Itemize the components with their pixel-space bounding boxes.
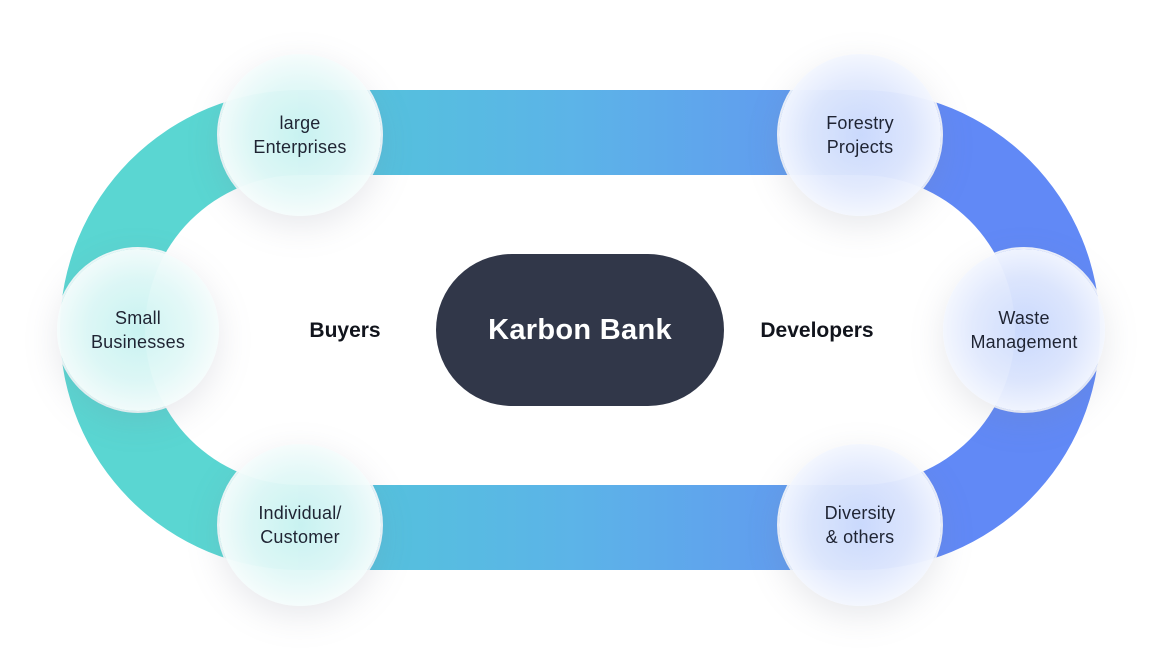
node-large-enterprises: large Enterprises (219, 54, 381, 216)
node-small-businesses: Small Businesses (57, 249, 219, 411)
node-diversity-others: Diversity & others (779, 444, 941, 606)
node-label-waste-management: Waste Management (970, 308, 1078, 352)
node-forestry-projects: Forestry Projects (779, 54, 941, 216)
karbon-bank-label: Karbon Bank (488, 313, 672, 346)
right-arc (860, 90, 1100, 570)
node-individual-customer: Individual/ Customer (219, 444, 381, 606)
node-label-large-enterprises: large Enterprises (253, 113, 347, 157)
left-arc (60, 90, 300, 570)
top-bar (298, 90, 862, 175)
bottom-bar (298, 485, 862, 570)
karbon-bank-pill: Karbon Bank (436, 254, 724, 406)
node-label-forestry-projects: Forestry Projects (826, 113, 894, 157)
node-waste-management: Waste Management (943, 249, 1105, 411)
node-label-small-businesses: Small Businesses (90, 308, 186, 352)
node-label-diversity-others: Diversity & others (824, 503, 896, 547)
buyers-label: Buyers (309, 319, 381, 342)
developers-label: Developers (760, 319, 874, 342)
node-label-individual-customer: Individual/ Customer (258, 503, 342, 547)
